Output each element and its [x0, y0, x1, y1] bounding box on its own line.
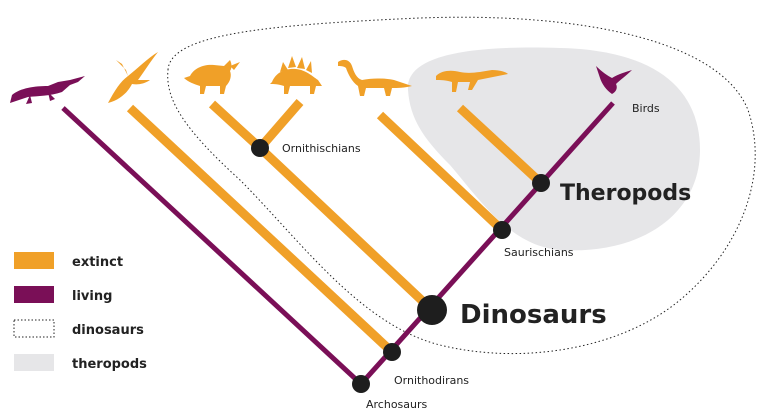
crocodile-icon [10, 76, 85, 104]
legend-swatch-living [14, 286, 54, 303]
legend-swatch-theropods [14, 354, 54, 371]
label-birds: Birds [632, 102, 660, 115]
label-dinosaurs: Dinosaurs [460, 300, 607, 330]
legend: extinct living dinosaurs theropods [14, 252, 147, 372]
label-ornithischians: Ornithischians [282, 142, 361, 155]
legend-swatch-dinosaurs [14, 320, 54, 337]
node-dinosaurs [417, 295, 447, 325]
legend-label-living: living [72, 289, 112, 304]
legend-label-extinct: extinct [72, 255, 123, 270]
legend-label-theropods: theropods [72, 357, 147, 372]
label-saurischians: Saurischians [504, 246, 574, 259]
node-archosaurs [352, 375, 370, 393]
label-theropods: Theropods [560, 181, 691, 206]
node-theropods [532, 174, 550, 192]
branch-triceratops [212, 104, 260, 148]
legend-swatch-extinct [14, 252, 54, 269]
stegosaurus-icon [270, 56, 322, 94]
label-archosaurs: Archosaurs [366, 398, 428, 411]
node-ornithodirans [383, 343, 401, 361]
node-saurischians [493, 221, 511, 239]
legend-label-dinosaurs: dinosaurs [72, 323, 144, 338]
node-ornithischians [251, 139, 269, 157]
triceratops-icon [184, 60, 240, 94]
pterosaur-icon [108, 52, 158, 103]
label-ornithodirans: Ornithodirans [394, 374, 469, 387]
sauropod-icon [338, 60, 412, 96]
